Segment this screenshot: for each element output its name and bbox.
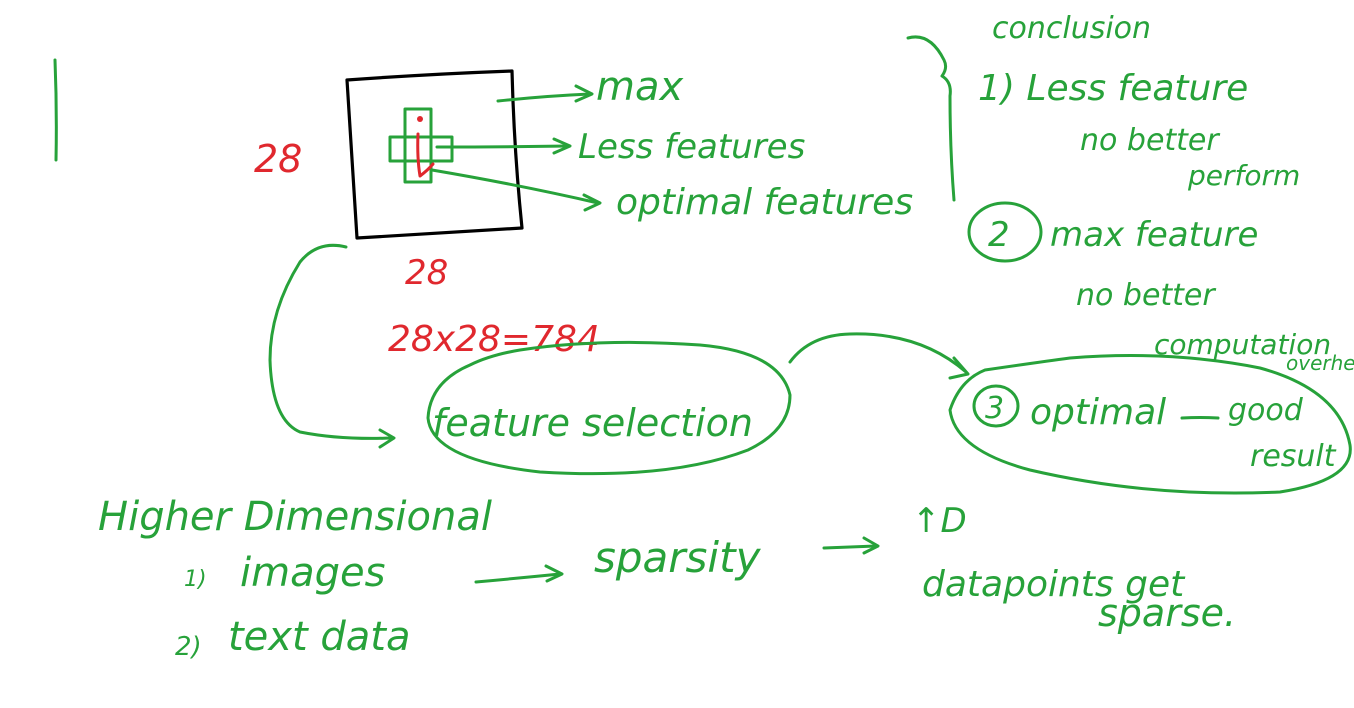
arrow-optimal-head	[582, 193, 602, 212]
product-label: 28x28=784	[388, 319, 600, 360]
conclusion-item2-line1: max feature	[1050, 215, 1258, 255]
inner-horizontal-box	[388, 135, 454, 163]
arrow-optimal	[430, 168, 600, 205]
max-label: max	[596, 64, 683, 110]
arrow-max	[496, 92, 592, 103]
higher-dim-item2-text: text data	[228, 614, 410, 660]
result-line1: datapoints get	[922, 564, 1186, 605]
conclusion-item1-line2: no better	[1080, 123, 1220, 158]
selection-to-optimal-head	[948, 356, 970, 380]
stray-stroke	[53, 58, 58, 162]
height-label: 28	[254, 137, 302, 181]
conclusion-item3-result1: good	[1228, 393, 1304, 428]
conclusion-item2-number: 2	[988, 215, 1010, 255]
image-box	[345, 69, 524, 240]
pixel-dot	[417, 116, 423, 122]
optimal-ellipse	[948, 354, 1352, 495]
conclusion-item2-line3: computation	[1154, 328, 1331, 361]
conclusion-item3-number: 3	[985, 391, 1004, 426]
width-label: 28	[405, 253, 448, 293]
conclusion-heading: conclusion	[992, 11, 1151, 46]
arrow-max-head	[574, 84, 594, 103]
images-to-sparsity-arrow	[474, 572, 562, 584]
item2-number-circle	[967, 201, 1043, 263]
item3-number-circle	[972, 384, 1020, 428]
sparsity-to-result-arrow	[822, 544, 878, 550]
conclusion-item1-line3: perform	[1187, 159, 1300, 192]
conclusion-brace	[906, 35, 956, 202]
conclusion-item3-result2: result	[1250, 439, 1337, 474]
arrow-less-head	[552, 137, 572, 155]
higher-dimensional-heading: Higher Dimensional	[98, 494, 492, 540]
conclusion-item2-line4: overhead	[1286, 351, 1354, 375]
result-line2: sparse.	[1098, 591, 1236, 635]
arrow-less	[435, 144, 570, 149]
box-to-selection-curve	[268, 243, 394, 440]
pixel-stroke	[416, 132, 435, 178]
higher-dim-item1-number: 1)	[184, 567, 207, 592]
inner-vertical-box	[403, 107, 433, 184]
feature-selection-ellipse	[426, 340, 792, 476]
item3-dash	[1180, 416, 1220, 420]
sparsity-to-result-head	[862, 536, 880, 555]
conclusion-item1-line1: 1) Less feature	[978, 68, 1248, 109]
images-to-sparsity-head	[544, 564, 564, 583]
conclusion-item3-text: optimal	[1030, 392, 1166, 433]
dimension-increase-label: ↑D	[912, 501, 967, 541]
less-features-label: Less features	[578, 127, 805, 167]
sparsity-label: sparsity	[594, 533, 762, 582]
selection-to-optimal-arrow	[788, 332, 968, 374]
conclusion-item2-line2: no better	[1076, 278, 1216, 313]
higher-dim-item2-number: 2)	[175, 632, 202, 662]
higher-dim-item1-text: images	[240, 550, 385, 596]
feature-selection-label: feature selection	[432, 401, 753, 445]
box-to-selection-head	[378, 428, 396, 449]
optimal-features-label: optimal features	[616, 182, 913, 223]
